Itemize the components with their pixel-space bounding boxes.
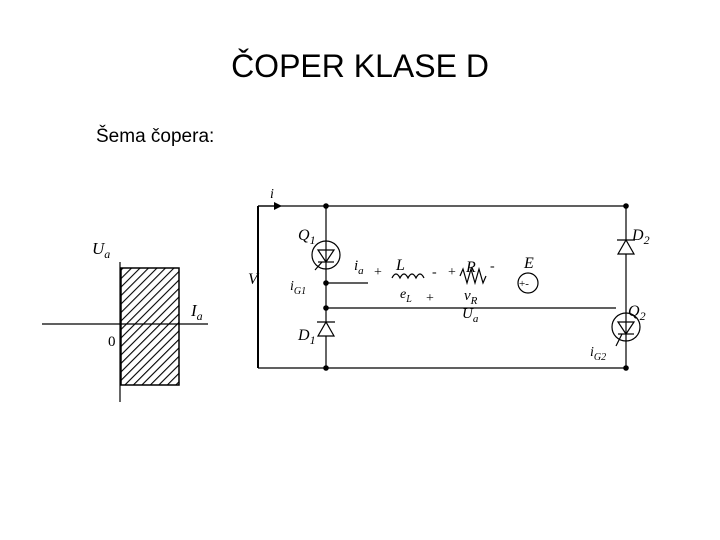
resistor-r bbox=[459, 266, 487, 286]
ia-label: ia bbox=[354, 258, 364, 277]
l-plus-sign: + bbox=[374, 265, 382, 280]
supply-voltage-label: V bbox=[248, 271, 260, 288]
node-mid-left-low bbox=[323, 305, 329, 311]
load-branch: ia + L - eL + + R - vR Ua E +- bbox=[354, 255, 539, 325]
node-bottom-left bbox=[323, 365, 329, 371]
thyristor-q2: Q2 iG2 bbox=[590, 303, 646, 363]
node-top-right bbox=[623, 203, 629, 209]
origin-label: 0 bbox=[108, 334, 116, 350]
l-label: L bbox=[395, 257, 405, 274]
inductor-l bbox=[391, 273, 425, 280]
source-current-label: i bbox=[270, 187, 274, 202]
r-label: R bbox=[465, 259, 476, 276]
r-plus-sign: + bbox=[448, 265, 456, 280]
node-bottom-right bbox=[623, 365, 629, 371]
e-signs: +- bbox=[519, 278, 529, 290]
source-current-arrow: i bbox=[258, 187, 282, 210]
ig2-label: iG2 bbox=[590, 345, 606, 363]
slide-title: ČOPER KLASE D bbox=[231, 48, 489, 84]
thyristor-q1: Q1 iG1 bbox=[290, 227, 341, 297]
node-mid-left bbox=[323, 280, 329, 286]
ia-axis-label: Ia bbox=[190, 301, 203, 323]
el-plus-sign: + bbox=[426, 291, 434, 306]
quadrant-plot: Ua Ia 0 bbox=[42, 239, 208, 402]
q1-label: Q1 bbox=[298, 227, 316, 247]
ua-load-label: Ua bbox=[462, 306, 479, 325]
d1-label: D1 bbox=[297, 327, 316, 347]
r-minus-sign: - bbox=[490, 259, 495, 274]
q2-label: Q2 bbox=[628, 303, 646, 323]
ig1-label: iG1 bbox=[290, 279, 306, 297]
circuit-wiring bbox=[257, 203, 629, 371]
node-top-left bbox=[323, 203, 329, 209]
slide-subtitle: Šema čopera: bbox=[96, 126, 215, 147]
source-e bbox=[517, 272, 539, 294]
el-label: eL bbox=[400, 287, 412, 305]
d2-label: D2 bbox=[631, 227, 650, 247]
l-minus-sign: - bbox=[432, 265, 437, 280]
operating-region-hatch bbox=[120, 267, 180, 386]
e-label: E bbox=[523, 255, 534, 272]
diode-d2: D2 bbox=[616, 227, 650, 255]
vr-label: vR bbox=[464, 288, 478, 307]
diode-d1: D1 bbox=[297, 320, 336, 347]
ua-axis-label: Ua bbox=[92, 239, 110, 261]
